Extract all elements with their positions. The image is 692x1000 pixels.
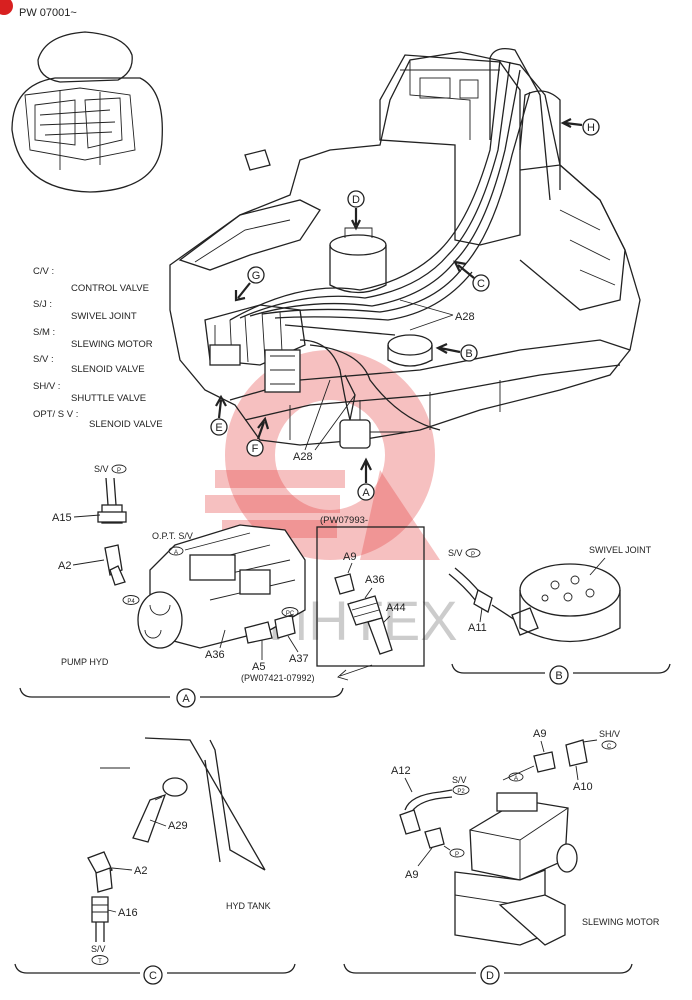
callout-a: A xyxy=(357,457,375,501)
view-c-footer: C xyxy=(149,970,157,982)
label-a2: A2 xyxy=(58,560,71,572)
label-a9-inset: A9 xyxy=(343,551,356,563)
svg-text:G: G xyxy=(252,270,261,282)
svg-text:SWIVEL JOINT: SWIVEL JOINT xyxy=(71,311,137,322)
inset-title: (PW07993- xyxy=(320,515,368,526)
label-opt-sv: O.P.T. S/V xyxy=(152,531,193,541)
svg-text:B: B xyxy=(465,348,472,360)
svg-text:E: E xyxy=(215,422,222,434)
view-d-p-tag: P xyxy=(455,852,459,858)
svg-text:SLENOID VALVE: SLENOID VALVE xyxy=(89,419,163,430)
view-c-t-tag: T xyxy=(98,959,102,965)
label-swivel-joint: SWIVEL JOINT xyxy=(589,545,652,555)
svg-text:SHUTTLE VALVE: SHUTTLE VALVE xyxy=(71,393,146,404)
view-a-a-tag: A xyxy=(174,550,178,556)
leader-a28-top xyxy=(399,299,454,331)
view-b-p-tag: P xyxy=(471,552,475,558)
view-a-footer: A xyxy=(182,693,190,705)
callout-f: F xyxy=(246,416,270,457)
label-a28-top: A28 xyxy=(455,311,475,323)
view-b-footer: B xyxy=(555,670,562,682)
label-pump-hyd: PUMP HYD xyxy=(61,657,109,667)
detail-view-c: A29 A2 A16 HYD TANK S/V T C xyxy=(14,737,296,985)
page-marker-dot xyxy=(0,0,13,15)
view-a-sv: S/V xyxy=(94,464,109,474)
label-a15: A15 xyxy=(52,512,72,524)
label-a10: A10 xyxy=(573,781,593,793)
label-a11: A11 xyxy=(468,622,487,634)
label-a36-inset: A36 xyxy=(365,574,385,586)
view-a-p4-tag: P4 xyxy=(127,599,135,605)
label-a5: A5 xyxy=(252,661,265,673)
inset-pw07993: (PW07993- A9 A36 A44 xyxy=(316,515,425,667)
view-a-pc-tag: PC xyxy=(286,611,295,617)
view-d-p2-tag: P2 xyxy=(457,789,465,795)
detail-view-d: A9 SH/V C A10 A A12 S/V P2 A9 P SLEWING xyxy=(343,728,660,985)
label-a37: A37 xyxy=(289,653,309,665)
label-a12: A12 xyxy=(391,765,411,777)
label-a5-range: (PW07421-07992) xyxy=(241,673,315,683)
detail-view-a: S/V P A15 A2 P4 O.P.T. S/V A PUMP HYD A3… xyxy=(19,464,373,708)
svg-text:S/M :: S/M : xyxy=(33,327,55,338)
label-slewing-motor: SLEWING MOTOR xyxy=(582,917,660,927)
svg-text:SLENOID VALVE: SLENOID VALVE xyxy=(71,364,145,375)
abbreviation-legend: C/V : CONTROL VALVE S/J : SWIVEL JOINT S… xyxy=(33,266,163,430)
view-d-c-tag: C xyxy=(607,744,612,750)
leader-a28-bottom xyxy=(304,379,356,451)
main-machine-drawing xyxy=(169,47,641,449)
view-c-sv: S/V xyxy=(91,944,106,954)
label-a44: A44 xyxy=(386,602,406,614)
label-a9-view-d-top: A9 xyxy=(533,728,546,740)
view-d-sv: S/V xyxy=(452,775,467,785)
label-a28-bottom: A28 xyxy=(293,451,313,463)
svg-text:C/V :: C/V : xyxy=(33,266,54,277)
detail-view-b: S/V P A11 SWIVEL JOINT B xyxy=(448,545,671,685)
view-d-shv: SH/V xyxy=(599,729,620,739)
label-a29: A29 xyxy=(168,820,188,832)
svg-text:H: H xyxy=(587,122,595,134)
callout-b: B xyxy=(435,342,478,362)
label-a2-view-c: A2 xyxy=(134,865,147,877)
series-reference: PW 07001~ xyxy=(19,7,77,19)
callout-d: D xyxy=(347,190,365,231)
view-a-p-tag: P xyxy=(117,468,121,474)
view-d-a-tag: A xyxy=(514,776,518,782)
svg-text:F: F xyxy=(252,443,259,455)
svg-text:C: C xyxy=(477,278,485,290)
callout-e: E xyxy=(210,394,228,436)
svg-text:S/V :: S/V : xyxy=(33,354,54,365)
svg-text:D: D xyxy=(352,194,360,206)
svg-text:S/J :: S/J : xyxy=(33,299,52,310)
view-d-footer: D xyxy=(486,970,494,982)
svg-text:SLEWING MOTOR: SLEWING MOTOR xyxy=(71,339,153,350)
label-a16: A16 xyxy=(118,907,138,919)
label-hyd-tank: HYD TANK xyxy=(226,901,271,911)
svg-text:OPT/ S V :: OPT/ S V : xyxy=(33,409,78,420)
label-a9-view-d-bottom: A9 xyxy=(405,869,418,881)
excavator-thumbnail xyxy=(11,31,163,193)
svg-text:A: A xyxy=(362,487,370,499)
callout-g: G xyxy=(234,266,265,302)
svg-text:CONTROL VALVE: CONTROL VALVE xyxy=(71,283,149,294)
svg-text:SH/V :: SH/V : xyxy=(33,381,60,392)
callout-c: C xyxy=(453,260,490,292)
callout-h: H xyxy=(560,118,600,136)
view-b-sv: S/V xyxy=(448,548,463,558)
label-a36-view-a: A36 xyxy=(205,649,225,661)
